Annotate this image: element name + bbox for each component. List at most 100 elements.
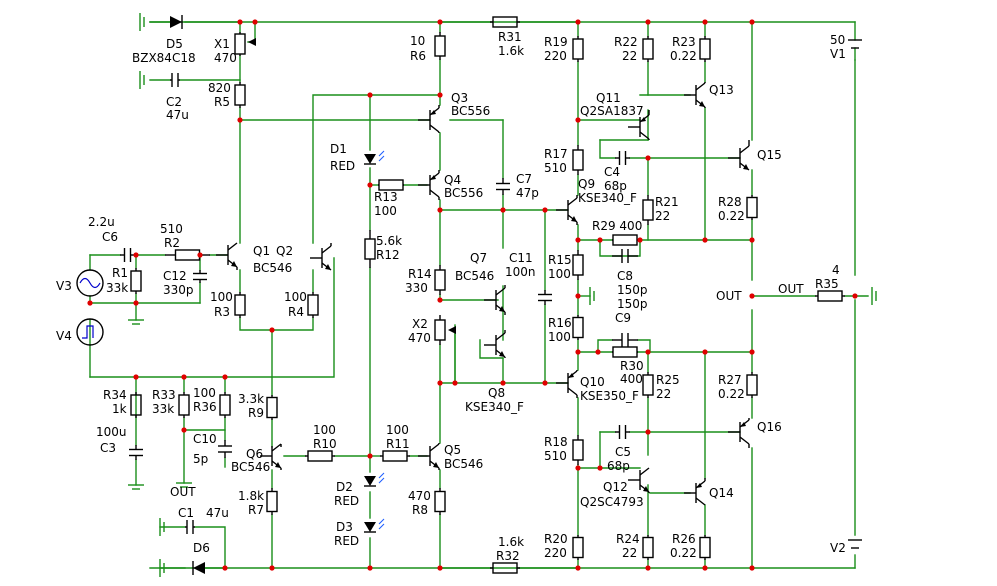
label-r17v: 510: [544, 161, 567, 175]
wire: [599, 139, 616, 159]
label-c8v2: 150p: [617, 297, 648, 311]
v4-source: [76, 318, 104, 346]
label-q11v: Q2SA1837: [580, 104, 644, 118]
label-q5v: BC546: [444, 457, 483, 471]
r10-resistor: [307, 450, 333, 462]
label-c8: C8: [617, 269, 633, 283]
label-c3v: 100u: [96, 425, 127, 439]
label-c4: C4: [604, 165, 620, 179]
wire: [312, 94, 439, 244]
label-d5v: BZX84C18: [132, 51, 196, 65]
r19-resistor: [572, 38, 584, 60]
wire: [479, 339, 504, 359]
label-r32: R32: [496, 549, 520, 563]
r1-resistor: [130, 270, 142, 292]
label-r15: R15: [548, 253, 572, 267]
junction-dot: [645, 349, 651, 355]
junction-dot: [702, 19, 708, 25]
r5-resistor: [234, 84, 246, 106]
r14-resistor: [434, 269, 446, 291]
label-r16v: 100: [548, 330, 571, 344]
label-r6: R6: [410, 49, 426, 63]
wire: [599, 239, 641, 257]
label-r21v: 22: [655, 209, 670, 223]
label-r3v: 100: [210, 290, 233, 304]
junction-dot: [595, 349, 601, 355]
junction-dot: [133, 252, 139, 258]
junction-dot: [222, 374, 228, 380]
junction-dot: [702, 237, 708, 243]
label-q12v: Q2SC4793: [580, 495, 644, 509]
junction-dot: [437, 380, 443, 386]
r29-resistor: [612, 234, 638, 246]
label-r4v: 100: [284, 290, 307, 304]
r11-resistor: [382, 450, 408, 462]
label-x1: X1: [214, 37, 230, 51]
junction-dot: [575, 293, 581, 299]
r24-resistor: [642, 536, 654, 559]
junction-dot: [181, 427, 187, 433]
junction-dot: [437, 19, 443, 25]
junction-dot: [645, 155, 651, 161]
label-r14v: 330: [405, 281, 428, 295]
label-r17: R17: [544, 147, 568, 161]
label-r23: R23: [672, 35, 696, 49]
label-q9v: KSE340_F: [578, 191, 637, 205]
label-r31: R31: [498, 30, 522, 44]
label-c6: C6: [102, 230, 118, 244]
label-c6v: 2.2u: [88, 215, 115, 229]
label-r21: R21: [655, 195, 679, 209]
r3-resistor: [234, 294, 246, 316]
label-r30: R30: [620, 359, 644, 373]
label-d1: D1: [330, 142, 347, 156]
label-r36v: 100: [193, 386, 216, 400]
label-r1: R1: [112, 266, 128, 280]
label-r18v: 510: [544, 449, 567, 463]
label-r3: R3: [214, 305, 230, 319]
junction-dot: [133, 300, 139, 306]
label-r12v: 5.6k: [376, 234, 402, 248]
d1-led: [364, 154, 376, 164]
junction-dot: [575, 349, 581, 355]
wire: [194, 526, 226, 569]
junction-dot: [452, 380, 458, 386]
label-r6v: 10: [410, 34, 425, 48]
label-r12: R12: [376, 248, 400, 262]
d5-zener: [170, 16, 182, 28]
label-q13: Q13: [709, 83, 734, 97]
label-r10: R10: [313, 437, 337, 451]
label-q2: Q2: [276, 244, 293, 258]
label-r33v: 33k: [152, 402, 174, 416]
label-q6: Q6: [246, 447, 263, 461]
wire: [183, 417, 226, 431]
label-r18: R18: [544, 435, 568, 449]
label-c7v: 47p: [516, 186, 539, 200]
label-r2: R2: [164, 236, 180, 250]
r6-resistor: [434, 35, 446, 57]
label-c2: C2: [166, 95, 182, 109]
junction-dot: [437, 207, 443, 213]
junction-dot: [575, 465, 581, 471]
wire: [637, 339, 651, 353]
label-r30v: 400: [620, 372, 643, 386]
label-r31v: 1.6k: [498, 44, 524, 58]
label-d6: D6: [193, 541, 210, 555]
label-c3: C3: [100, 441, 116, 455]
junction-dot: [367, 453, 373, 459]
label-d1v: RED: [330, 159, 355, 173]
x2-trimmer: [434, 319, 446, 341]
label-q7v: BC546: [455, 269, 494, 283]
label-x1v: 470: [214, 51, 237, 65]
label-r34: R34: [103, 388, 127, 402]
label-r36: R36: [193, 400, 217, 414]
r17-resistor: [572, 149, 584, 171]
label-d2v: RED: [334, 494, 359, 508]
label-r26: R26: [672, 532, 696, 546]
junction-dot: [597, 237, 603, 243]
label-r19v: 220: [544, 49, 567, 63]
r4-resistor: [307, 294, 319, 316]
v3-source: [76, 269, 104, 297]
junction-dot: [575, 19, 581, 25]
label-q3v: BC556: [451, 104, 490, 118]
label-c5: C5: [615, 445, 631, 459]
